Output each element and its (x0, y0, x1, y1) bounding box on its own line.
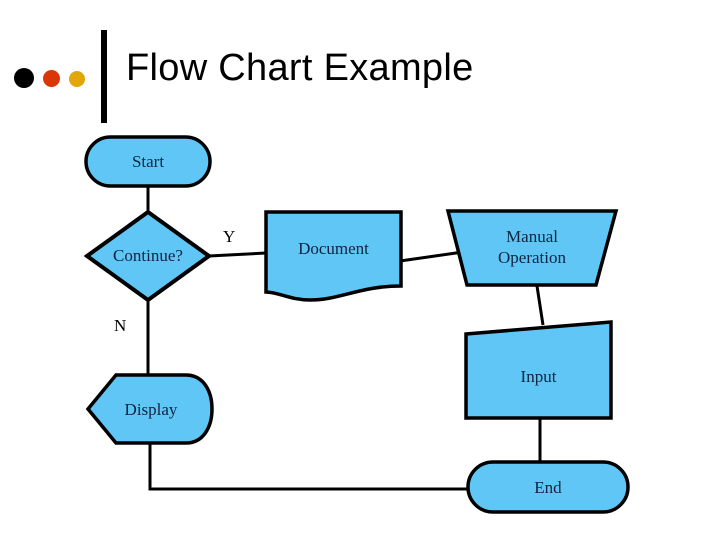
decorative-dot-red-icon (43, 70, 60, 87)
node-input[interactable] (464, 320, 613, 420)
node-end[interactable] (466, 460, 630, 514)
connector-manual-to-input (535, 285, 545, 326)
connector-decision-to-document (208, 251, 267, 258)
connector-display-to-end (148, 443, 470, 491)
node-display[interactable] (85, 373, 214, 445)
decorative-dot-black-icon (14, 68, 34, 88)
node-layer (83, 135, 630, 514)
node-decision[interactable] (83, 209, 213, 303)
slide-header: Flow Chart Example (0, 0, 720, 128)
decorative-dot-yellow-icon (69, 71, 85, 87)
page-title: Flow Chart Example (126, 47, 474, 89)
node-document[interactable] (264, 210, 403, 302)
node-manual-operation[interactable] (445, 209, 619, 287)
header-divider-rule (101, 30, 107, 123)
node-start[interactable] (84, 135, 212, 188)
